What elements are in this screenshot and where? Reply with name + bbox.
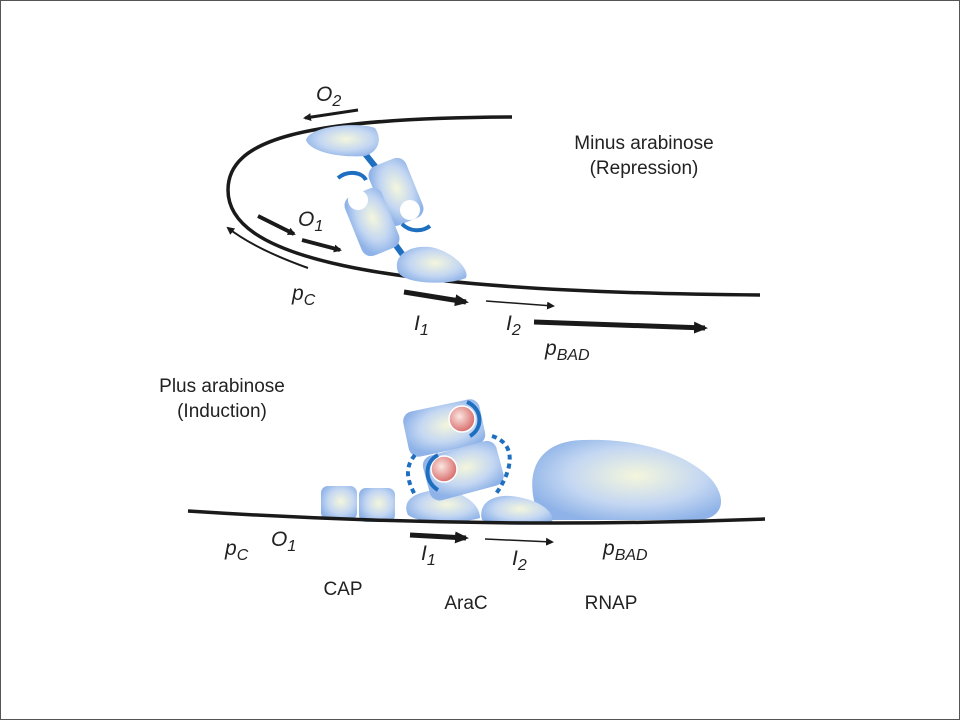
state-induction: (Induction) bbox=[177, 401, 267, 422]
label-arac: AraC bbox=[444, 593, 487, 614]
label-pbad: pBAD bbox=[602, 537, 648, 564]
label-i2: I2 bbox=[512, 547, 527, 574]
label-pc: pC bbox=[291, 282, 316, 309]
dna-linear bbox=[187, 509, 766, 525]
label-pbad: pBAD bbox=[544, 337, 590, 364]
label-cap: CAP bbox=[323, 579, 362, 600]
label-rnap: RNAP bbox=[585, 593, 638, 614]
rnap-shape bbox=[532, 439, 722, 520]
label-i1: I1 bbox=[414, 312, 429, 339]
label-i1: I1 bbox=[421, 542, 436, 569]
state-repression: (Repression) bbox=[590, 158, 699, 179]
arabinose-icon bbox=[430, 455, 458, 483]
condition-plus-arabinose: Plus arabinose bbox=[159, 376, 285, 397]
arac-dimer-looped bbox=[306, 125, 467, 283]
promoter-arrows-bottom bbox=[409, 531, 554, 546]
condition-minus-arabinose: Minus arabinose bbox=[574, 133, 713, 154]
promoter-arrows bbox=[226, 108, 708, 334]
label-pc: pC bbox=[224, 537, 249, 564]
arac-dimer-bound bbox=[403, 399, 553, 525]
cap-dimer bbox=[321, 486, 395, 522]
arabinose-icon bbox=[448, 405, 476, 433]
label-o1: O1 bbox=[271, 528, 296, 555]
label-o1: O1 bbox=[298, 208, 323, 235]
top-panel-repression: O2 O1 pC I1 I2 pBAD Minus arabinose (Rep… bbox=[226, 83, 761, 364]
bottom-panel-induction: Plus arabinose (Induction) pC O1 I1 I2 bbox=[159, 376, 766, 614]
label-i2: I2 bbox=[506, 312, 521, 339]
label-o2: O2 bbox=[316, 83, 341, 110]
